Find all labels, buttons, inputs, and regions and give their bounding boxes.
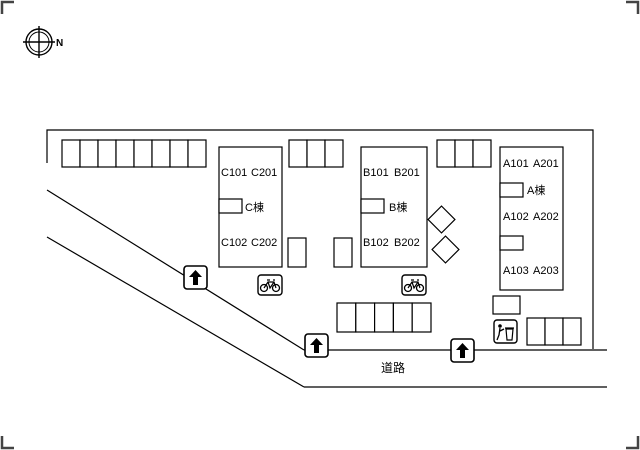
compass-north-label: N: [56, 38, 63, 49]
building-b: B101 B201 B棟 B102 B202: [360, 146, 428, 268]
unit-a101: A101: [503, 158, 529, 170]
building-c: C101 C201 C棟 C102 C202: [218, 146, 283, 268]
parking-row-bottom-right: [526, 317, 582, 346]
unit-c201: C201: [251, 167, 277, 179]
building-a: A101 A201 A棟 A102 A202 A103 A203: [499, 146, 564, 291]
bicycle-icon: [257, 274, 283, 296]
trash-can-icon: [493, 319, 518, 344]
unit-a202: A202: [533, 211, 559, 223]
unit-c202: C202: [251, 237, 277, 249]
compass-icon: [23, 26, 55, 58]
unit-a102: A102: [503, 211, 529, 223]
unit-b102: B102: [363, 237, 389, 249]
parking-row-bottom-middle: [336, 302, 432, 333]
bicycle-icon: [401, 274, 427, 296]
up-arrow-icon: [183, 265, 208, 290]
building-c-name: C棟: [245, 200, 264, 214]
unit-a201: A201: [533, 158, 559, 170]
storage-box: [287, 237, 307, 268]
rotated-structures: [427, 205, 460, 264]
unit-b202: B202: [394, 237, 420, 249]
unit-a103: A103: [503, 265, 529, 277]
up-arrow-icon: [304, 333, 329, 358]
storage-box: [492, 295, 521, 315]
road-label: 道路: [381, 360, 405, 375]
building-b-name: B棟: [389, 200, 407, 214]
parking-row-top-right: [436, 139, 492, 168]
parking-row-top-left: [61, 139, 207, 168]
unit-c101: C101: [221, 167, 247, 179]
building-a-name: A棟: [527, 183, 545, 197]
unit-c102: C102: [221, 237, 247, 249]
unit-a203: A203: [533, 265, 559, 277]
unit-b201: B201: [394, 167, 420, 179]
unit-b101: B101: [363, 167, 389, 179]
parking-row-top-middle: [288, 139, 344, 168]
storage-box: [333, 237, 353, 268]
up-arrow-icon: [450, 338, 475, 363]
